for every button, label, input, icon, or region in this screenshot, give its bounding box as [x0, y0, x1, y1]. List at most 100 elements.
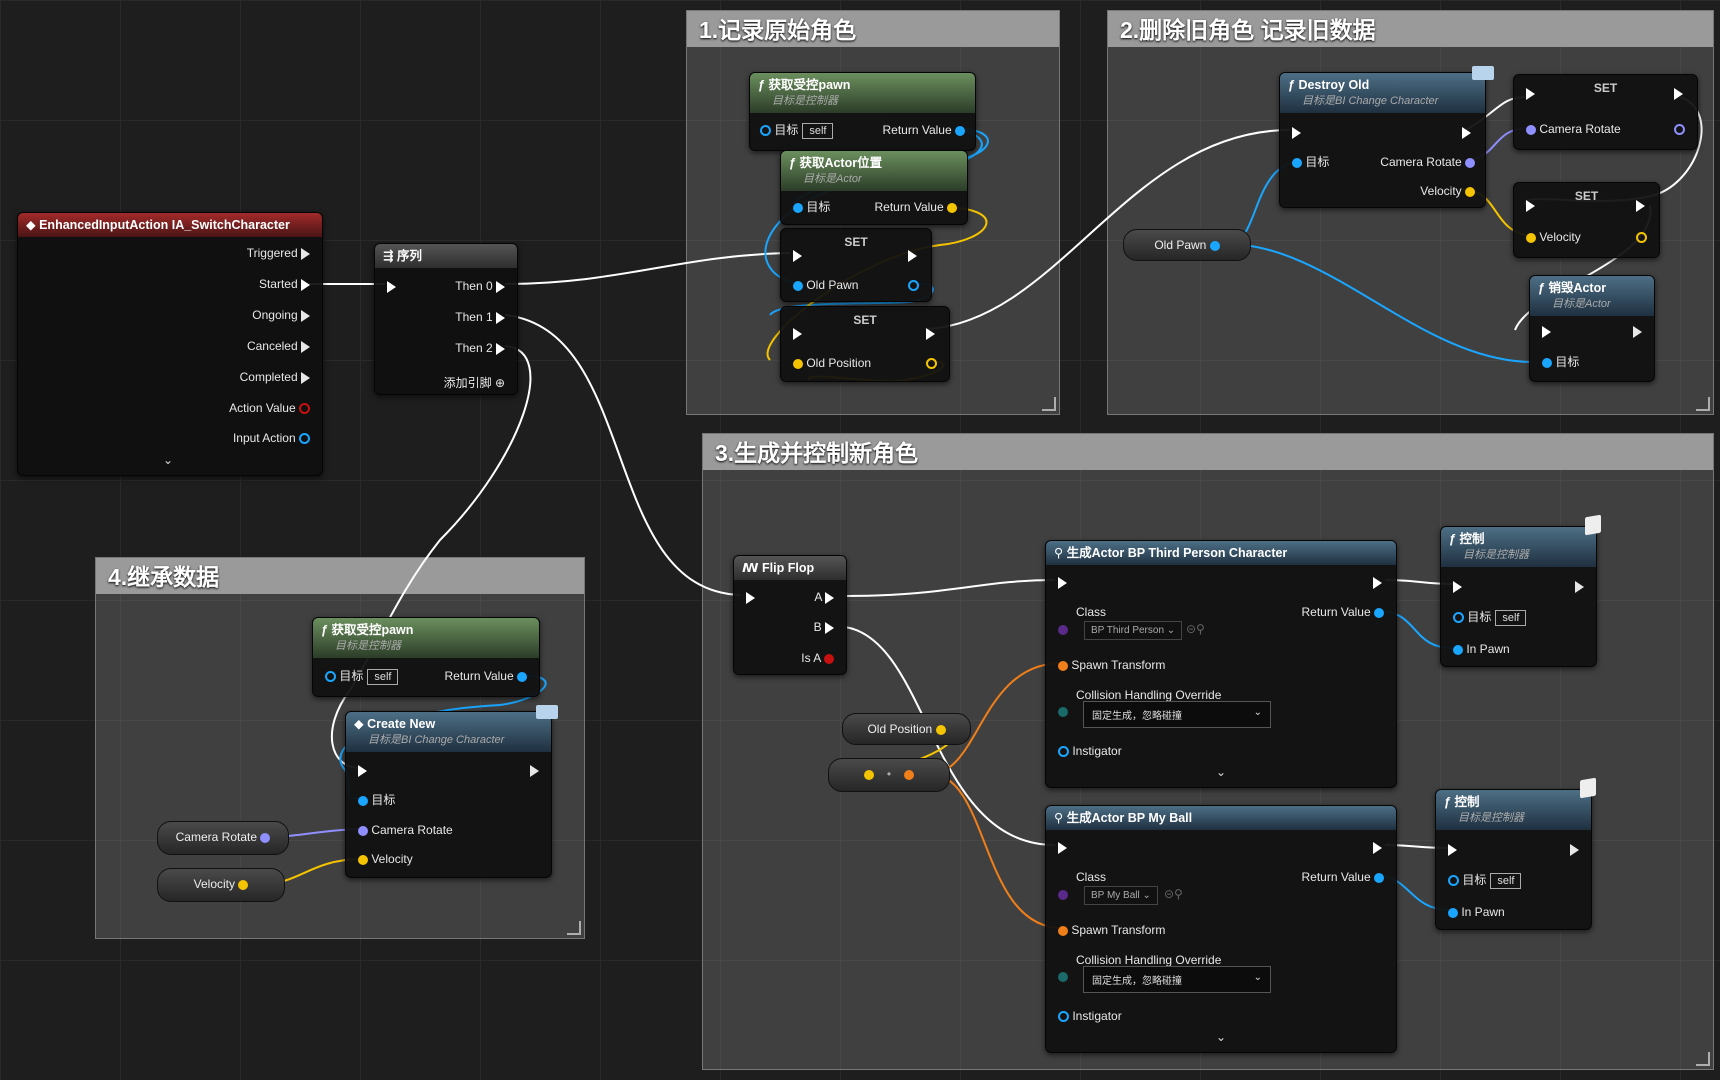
pin-class[interactable]	[1058, 887, 1068, 901]
self-field[interactable]: self	[1490, 873, 1522, 889]
exec-out[interactable]	[1373, 575, 1382, 589]
pin-collision[interactable]	[1058, 969, 1068, 983]
pin-camera-rotate[interactable]: Camera Rotate	[1380, 155, 1475, 169]
event-node-switch-character[interactable]: ◆ EnhancedInputAction IA_SwitchCharacter…	[17, 212, 323, 476]
exec-out[interactable]	[1636, 198, 1645, 212]
pin-completed[interactable]: Completed	[240, 370, 310, 384]
pin-velocity[interactable]: Velocity	[1526, 230, 1581, 244]
pin-instigator[interactable]: Instigator	[1058, 1009, 1122, 1023]
self-field[interactable]: self	[1495, 610, 1527, 626]
pin-camera-rotate[interactable]: Camera Rotate	[1526, 122, 1621, 136]
pin-camera-rotate[interactable]: Camera Rotate	[358, 823, 453, 837]
chevron-down-icon[interactable]: ⌄	[1216, 765, 1227, 779]
exec-in[interactable]	[746, 590, 755, 604]
exec-in[interactable]	[1453, 579, 1462, 593]
exec-out[interactable]	[1373, 840, 1382, 854]
pin-then-0[interactable]: Then 0	[455, 279, 505, 293]
pin-started[interactable]: Started	[259, 277, 310, 291]
exec-in[interactable]	[1292, 125, 1301, 139]
pin-in-pawn[interactable]: In Pawn	[1453, 642, 1510, 656]
pin-out[interactable]	[926, 356, 937, 370]
pin-collision[interactable]	[1058, 704, 1068, 718]
get-actor-location-node[interactable]: ƒ 获取Actor位置目标是Actor 目标 Return Value	[780, 150, 968, 225]
pin-class[interactable]	[1058, 622, 1068, 636]
exec-in[interactable]	[1058, 840, 1067, 854]
pin-velocity[interactable]: Velocity	[1420, 184, 1475, 198]
exec-in[interactable]	[1542, 324, 1551, 338]
old-pawn-variable[interactable]: Old Pawn	[1123, 229, 1251, 261]
pin-triggered[interactable]: Triggered	[247, 246, 310, 260]
pin-in-pawn[interactable]: In Pawn	[1448, 905, 1505, 919]
pin-return-value[interactable]: Return Value	[445, 669, 527, 683]
pin-target[interactable]: 目标	[1292, 155, 1329, 169]
exec-in[interactable]	[358, 763, 367, 777]
camera-rotate-variable[interactable]: Camera Rotate	[157, 821, 289, 855]
old-position-variable[interactable]: Old Position	[842, 713, 971, 745]
exec-in[interactable]	[1448, 842, 1457, 856]
class-dropdown[interactable]: BP Third Person ⌄	[1084, 621, 1183, 640]
set-camera-rotate-node[interactable]: SET Camera Rotate	[1513, 74, 1698, 150]
resize-handle[interactable]	[1696, 397, 1710, 411]
pin-is-a[interactable]: Is A	[801, 651, 834, 665]
pin-canceled[interactable]: Canceled	[247, 339, 310, 353]
pin-return-value[interactable]: Return Value	[875, 200, 957, 214]
exec-out[interactable]	[1633, 324, 1642, 338]
set-velocity-node[interactable]: SET Velocity	[1513, 182, 1660, 258]
pin-a[interactable]: A	[814, 590, 834, 604]
pin-target[interactable]: 目标	[1542, 355, 1579, 369]
sequence-exec-in[interactable]	[387, 279, 396, 293]
exec-in[interactable]	[1526, 86, 1535, 100]
exec-out[interactable]	[530, 763, 539, 777]
pin-old-position[interactable]: Old Position	[793, 356, 871, 370]
pin-return-value[interactable]: Return Value	[1302, 605, 1384, 619]
pin-action-value[interactable]: Action Value	[229, 401, 310, 415]
spawn-actor-my-ball-node[interactable]: ⚲ 生成Actor BP My Ball Class BP My Ball ⌄ …	[1045, 805, 1397, 1053]
pin-ongoing[interactable]: Ongoing	[252, 308, 310, 322]
resize-handle[interactable]	[567, 921, 581, 935]
pin-b[interactable]: B	[814, 620, 834, 634]
exec-out[interactable]	[1674, 86, 1683, 100]
exec-out[interactable]	[908, 248, 917, 262]
pin-return-value[interactable]: Return Value	[1302, 870, 1384, 884]
pin-input-action[interactable]: Input Action	[233, 431, 310, 445]
add-pin-button[interactable]: 添加引脚 ⊕	[443, 376, 505, 390]
self-field[interactable]: self	[802, 123, 834, 139]
resize-handle[interactable]	[1696, 1052, 1710, 1066]
collision-combo[interactable]: 固定生成，忽略碰撞⌄	[1083, 966, 1271, 993]
chevron-down-icon[interactable]: ⌄	[163, 453, 174, 467]
pin-spawn-transform[interactable]: Spawn Transform	[1058, 658, 1165, 672]
pin-target[interactable]: 目标	[358, 793, 395, 807]
exec-out[interactable]	[1575, 579, 1584, 593]
class-dropdown[interactable]: BP My Ball ⌄	[1084, 886, 1158, 905]
make-transform-node[interactable]: •	[828, 758, 950, 792]
exec-out[interactable]	[1570, 842, 1579, 856]
pin-out[interactable]	[1674, 122, 1685, 136]
pin-return-value[interactable]: Return Value	[883, 123, 965, 137]
pin-out[interactable]	[908, 278, 919, 292]
pin-then-2[interactable]: Then 2	[455, 341, 505, 355]
spawn-actor-third-person-node[interactable]: ⚲ 生成Actor BP Third Person Character Clas…	[1045, 540, 1397, 788]
exec-out[interactable]	[1462, 125, 1471, 139]
pin-then-1[interactable]: Then 1	[455, 310, 505, 324]
pin-spawn-transform[interactable]: Spawn Transform	[1058, 923, 1165, 937]
velocity-variable[interactable]: Velocity	[157, 868, 285, 902]
pin-instigator[interactable]: Instigator	[1058, 744, 1122, 758]
collision-combo[interactable]: 固定生成，忽略碰撞⌄	[1083, 701, 1271, 728]
pin-target[interactable]: 目标	[793, 200, 830, 214]
set-old-position-node[interactable]: SET Old Position	[780, 306, 950, 382]
pin-out[interactable]	[1636, 230, 1647, 244]
exec-in[interactable]	[793, 326, 802, 340]
set-old-pawn-node[interactable]: SET Old Pawn	[780, 228, 932, 302]
exec-in[interactable]	[1526, 198, 1535, 212]
exec-in[interactable]	[793, 248, 802, 262]
browse-icon[interactable]: ⊝⚲	[1164, 887, 1183, 901]
